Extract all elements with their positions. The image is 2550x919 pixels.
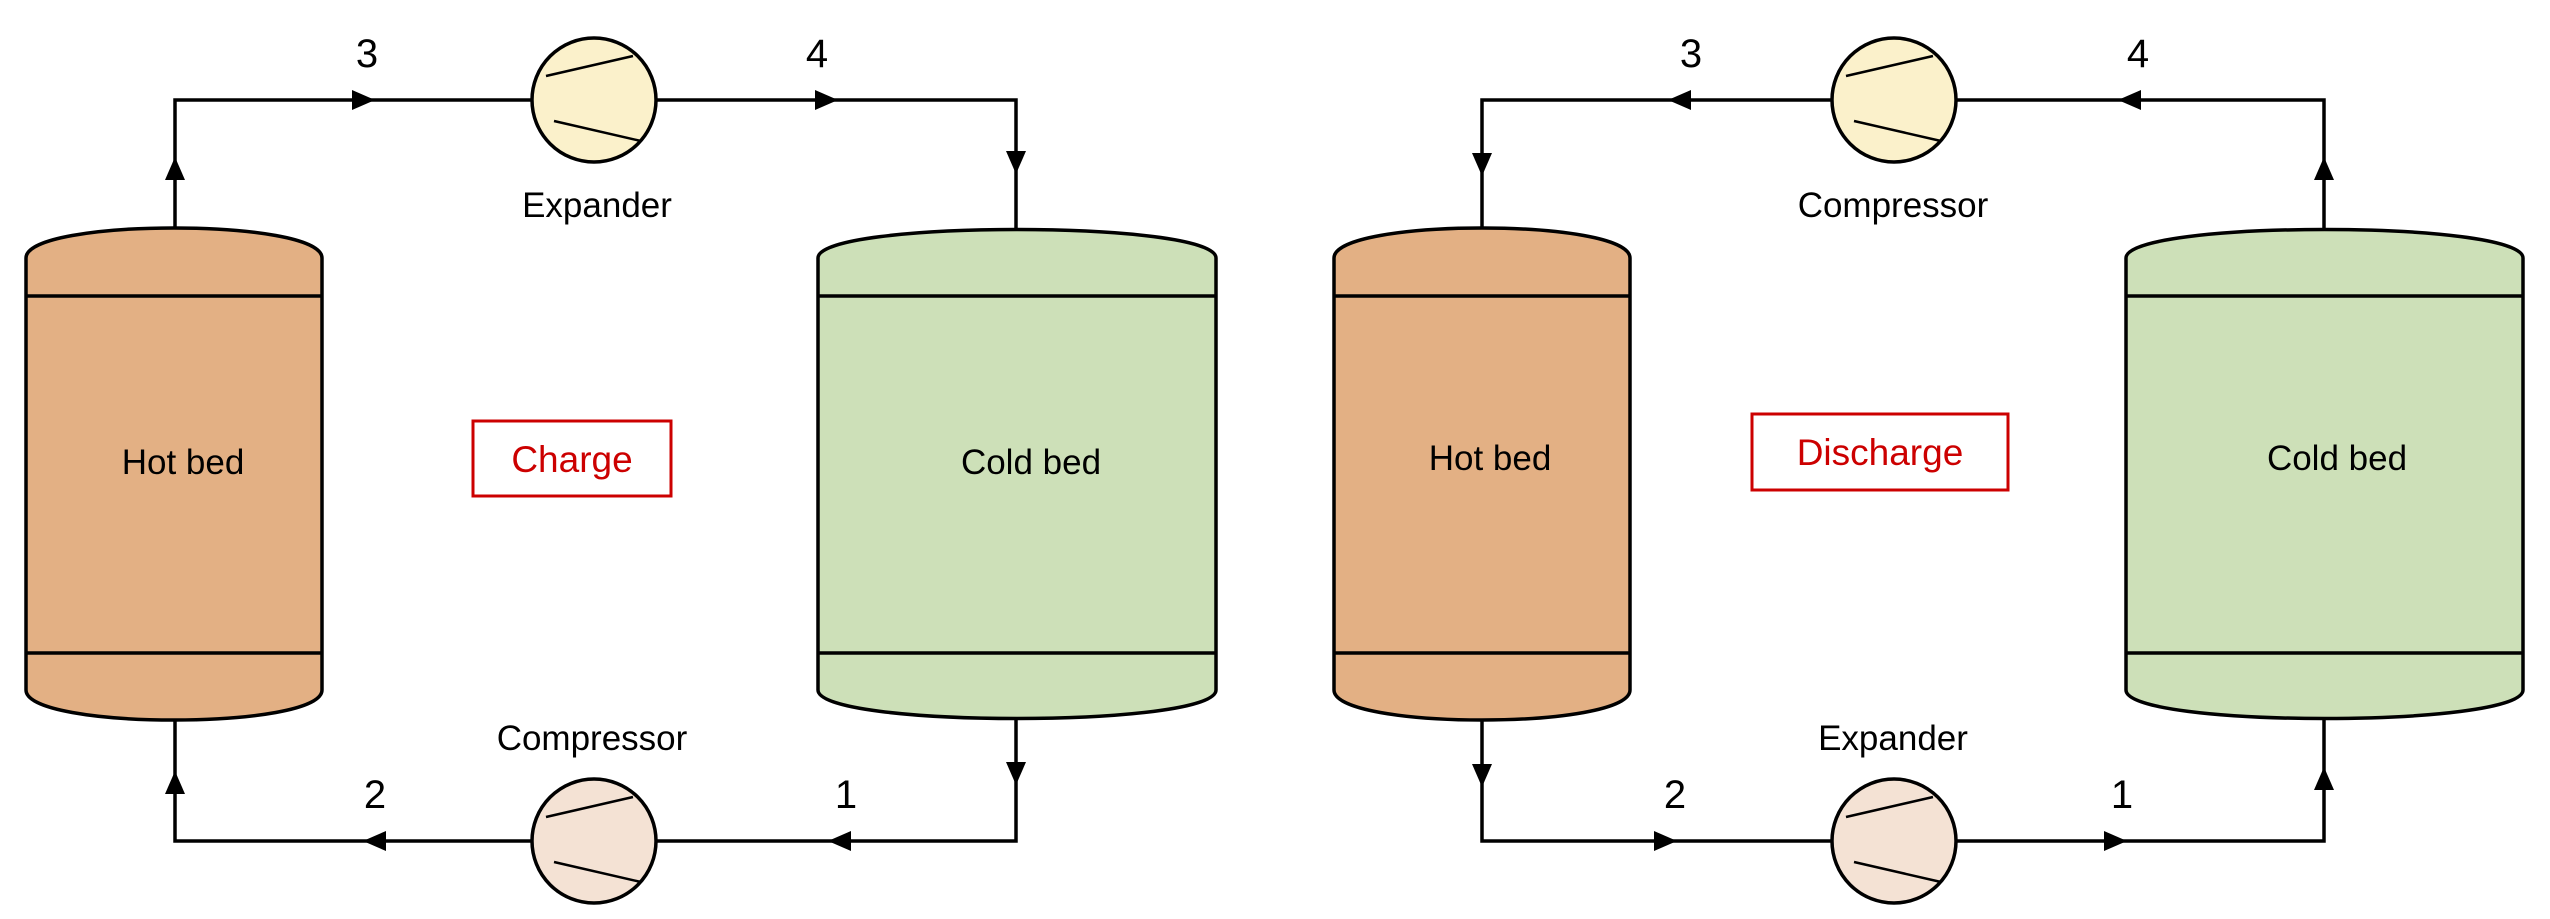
discharge-arrow-right-2: [1654, 831, 1677, 851]
discharge-state-3: 3: [1680, 32, 1702, 76]
discharge-upper-machine-label: Compressor: [1798, 186, 1989, 225]
discharge-arrow-up-cold-bottom: [2314, 767, 2334, 790]
charge-arrow-left-1: [828, 831, 851, 851]
charge-cold-bed: Cold bed: [816, 227, 1218, 721]
discharge-state-1: 1: [2111, 773, 2133, 817]
charge-arrow-up-hot-bottom: [165, 771, 185, 794]
charge-mode-label: Charge: [511, 439, 632, 480]
charge-upper-machine-label: Expander: [522, 186, 672, 225]
charge-arrow-down-cold-top: [1006, 151, 1026, 174]
discharge-hot-bed: Hot bed: [1332, 226, 1632, 722]
discharge-arrow-right-1: [2104, 831, 2127, 851]
discharge-lower-machine-label: Expander: [1818, 719, 1968, 758]
charge-arrow-right-3: [352, 90, 375, 110]
discharge-lower-machine: Expander: [1818, 719, 1968, 905]
discharge-compressor-blade-bottom: [1853, 119, 1942, 143]
charge-cold-bed-shell: [816, 227, 1218, 721]
discharge-cold-bed-shell: [2124, 227, 2525, 721]
charge-compressor-blade-bottom: [553, 860, 642, 884]
charge-arrow-up-hot-top: [165, 157, 185, 180]
discharge-hot-bed-shell: [1332, 226, 1632, 722]
charge-state-1: 1: [835, 773, 857, 817]
discharge-top-pipe-right: [1956, 98, 2326, 231]
charge-top-pipe-right: [656, 98, 1018, 231]
charge-upper-machine: Expander: [522, 36, 672, 225]
discharge-state-2: 2: [1664, 773, 1686, 817]
charge-mode-box: [471, 419, 673, 498]
charge-hot-bed-shell: [24, 226, 324, 722]
discharge-expander-blade-bottom: [1853, 860, 1942, 884]
discharge-upper-machine: Compressor: [1798, 36, 1989, 225]
charge-expander-blade-top: [545, 54, 634, 78]
charge-lower-machine: Compressor: [497, 719, 688, 905]
discharge-arrow-down-hot-bottom: [1472, 764, 1492, 787]
discharge-arrow-up-cold-top: [2314, 157, 2334, 180]
charge-top-pipe: [173, 98, 532, 231]
charge-arrow-left-2: [363, 831, 386, 851]
charge-bottom-pipe: [656, 718, 1018, 843]
charge-state-4: 4: [806, 32, 828, 76]
discharge-top-pipe-left: [1480, 98, 1832, 231]
discharge-state-4: 4: [2127, 32, 2149, 76]
charge-hot-bed: Hot bed: [24, 226, 324, 722]
charge-state-2: 2: [364, 773, 386, 817]
discharge-compressor-blade-top: [1845, 54, 1934, 78]
charge-compressor-icon: [530, 777, 658, 905]
discharge-arrow-left-3: [1668, 90, 1691, 110]
discharge-hot-bed-label: Hot bed: [1429, 439, 1552, 478]
discharge-bottom-pipe-right: [1956, 718, 2326, 843]
discharge-arrow-left-4: [2118, 90, 2141, 110]
charge-compressor-blade-top: [545, 795, 634, 819]
charge-arrow-down-cold-bottom: [1006, 762, 1026, 785]
discharge-compressor-icon: [1830, 36, 1958, 164]
discharge-arrow-down-hot-top: [1472, 153, 1492, 176]
charge-expander-blade-bottom: [553, 119, 642, 143]
discharge-bottom-pipe-left: [1480, 718, 1832, 843]
discharge-cold-bed-label: Cold bed: [2267, 439, 2407, 478]
discharge-cold-bed: Cold bed: [2124, 227, 2525, 721]
charge-cold-bed-label: Cold bed: [961, 443, 1101, 482]
charge-panel: Hot bed Cold bed Expander Compressor 3 4…: [24, 32, 1218, 905]
charge-lower-machine-label: Compressor: [497, 719, 688, 758]
charge-arrow-right-4: [815, 90, 838, 110]
discharge-mode-label: Discharge: [1797, 432, 1964, 473]
charge-expander-icon: [530, 36, 658, 164]
charge-hot-bed-label: Hot bed: [122, 443, 245, 482]
charge-state-3: 3: [356, 32, 378, 76]
charge-bottom-pipe-left: [173, 718, 532, 843]
discharge-expander-blade-top: [1845, 795, 1934, 819]
discharge-expander-icon: [1830, 777, 1958, 905]
discharge-mode-box: [1750, 412, 2010, 492]
discharge-panel: Hot bed Cold bed Compressor Expander 3 4…: [1332, 32, 2525, 905]
